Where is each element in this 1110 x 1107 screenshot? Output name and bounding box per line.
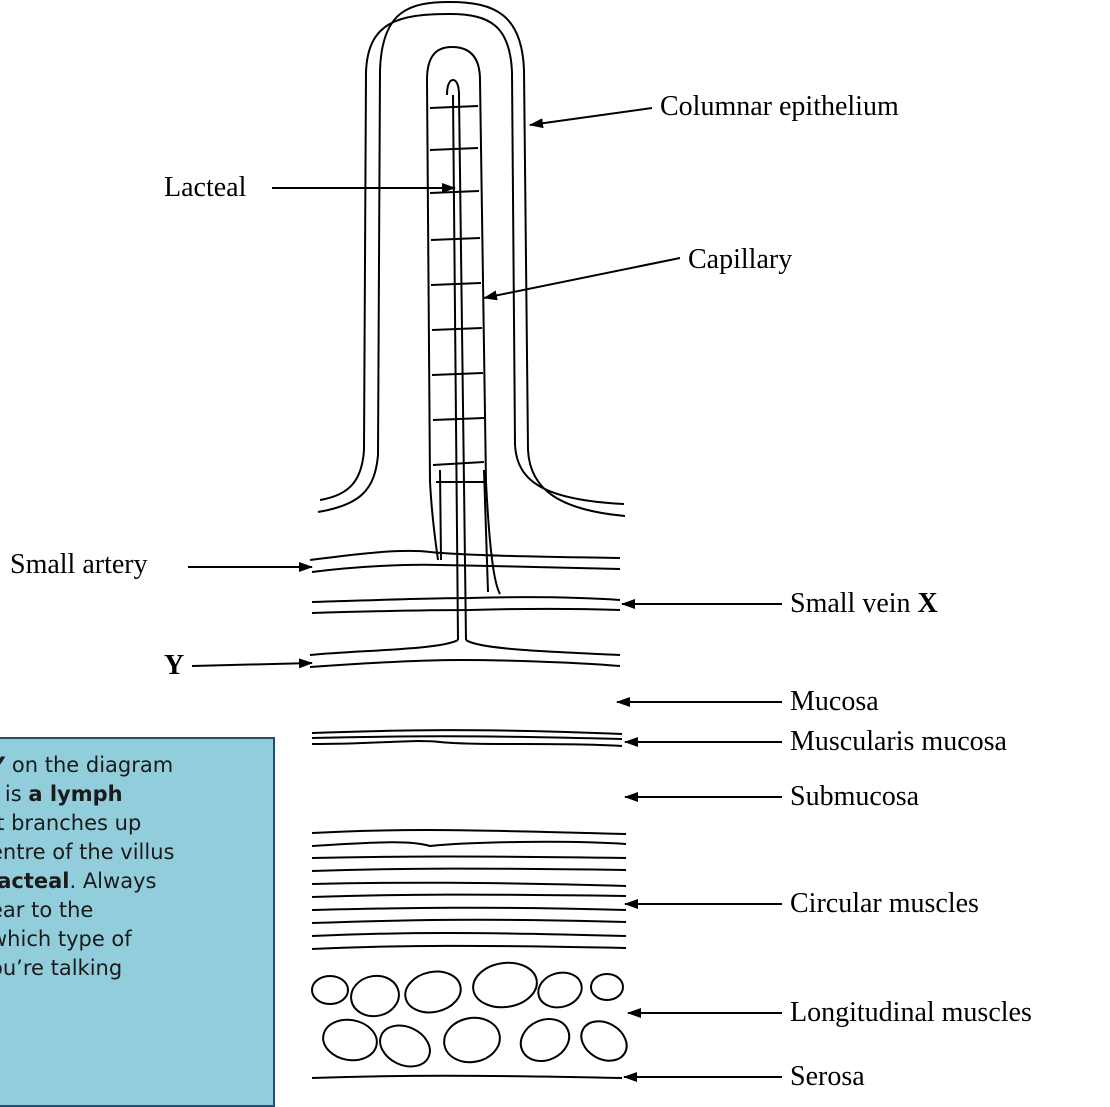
submucosa-label: Submucosa (790, 783, 919, 811)
mucosa-label: Mucosa (790, 688, 879, 716)
columnar-epithelium-label: Columnar epithelium (660, 93, 899, 121)
y-label: Y (164, 652, 184, 680)
villus-inner-wall (320, 14, 624, 504)
note-text: Y on the diagram t is a lymph It branche… (0, 751, 275, 983)
note-line-1: on the diagram (5, 753, 173, 777)
lymph-vessel (310, 640, 620, 655)
columnar-epithelium-pointer (530, 108, 652, 125)
note-lacteal: lacteal (0, 869, 69, 893)
note-line-8: ou’re talking (0, 956, 122, 980)
small-vein-text: Small vein (790, 588, 911, 619)
note-line-2: t is (0, 782, 28, 806)
longitudinal-muscles-label: Longitudinal muscles (790, 999, 1032, 1027)
note-line-5: . Always (69, 869, 156, 893)
note-lymph: a lymph (28, 782, 122, 806)
muscularis-mucosa (312, 730, 622, 746)
lacteal-label: Lacteal (164, 174, 246, 202)
serosa-label: Serosa (790, 1063, 865, 1091)
circular-muscle-layer (312, 830, 626, 949)
muscularis-mucosa-label: Muscularis mucosa (790, 728, 1007, 756)
longitudinal-muscle-cells (312, 959, 634, 1074)
capillary-label: Capillary (688, 246, 792, 274)
lacteal-tube (447, 80, 466, 640)
note-line-4: entre of the villus (0, 840, 174, 864)
serosa (312, 1076, 622, 1078)
y-pointer (192, 663, 312, 666)
note-line-3: It branches up (0, 811, 141, 835)
small-vein-letter-x: X (918, 588, 938, 619)
small-artery-label: Small artery (10, 551, 148, 579)
circular-muscles-label: Circular muscles (790, 890, 979, 918)
note-line-6: ear to the (0, 898, 93, 922)
small-vein-label: Small vein X (790, 590, 938, 618)
note-box: Y on the diagram t is a lymph It branche… (0, 737, 275, 1107)
note-line-7: which type of (0, 927, 132, 951)
capillary-outline-left (427, 80, 438, 560)
